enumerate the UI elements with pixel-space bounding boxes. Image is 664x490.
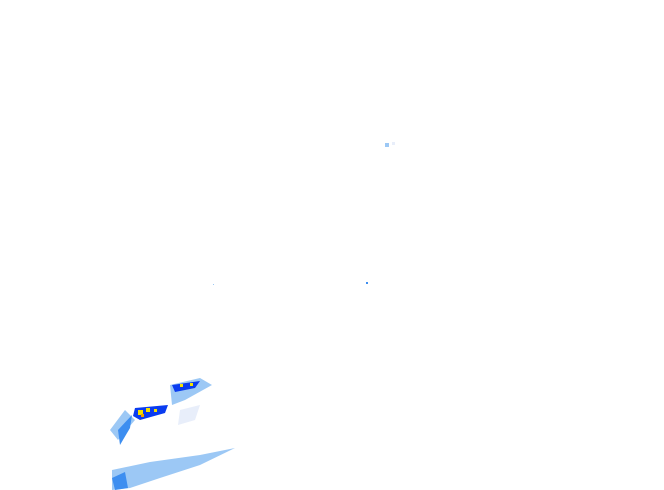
echo-speck	[366, 282, 368, 284]
echo-light	[112, 448, 235, 490]
echo-intense	[190, 383, 193, 386]
echo-speck	[392, 142, 395, 145]
echo-light	[110, 410, 135, 440]
echo-speck	[385, 143, 389, 147]
echo-intense	[146, 408, 150, 412]
echo-medium	[112, 472, 128, 490]
echo-intense	[180, 384, 183, 387]
echo-intense	[154, 409, 157, 412]
echo-extreme	[141, 414, 144, 417]
echo-medium	[118, 415, 132, 445]
echo-intense	[138, 410, 143, 415]
echo-very-light	[178, 405, 200, 425]
echo-speck	[213, 284, 214, 285]
